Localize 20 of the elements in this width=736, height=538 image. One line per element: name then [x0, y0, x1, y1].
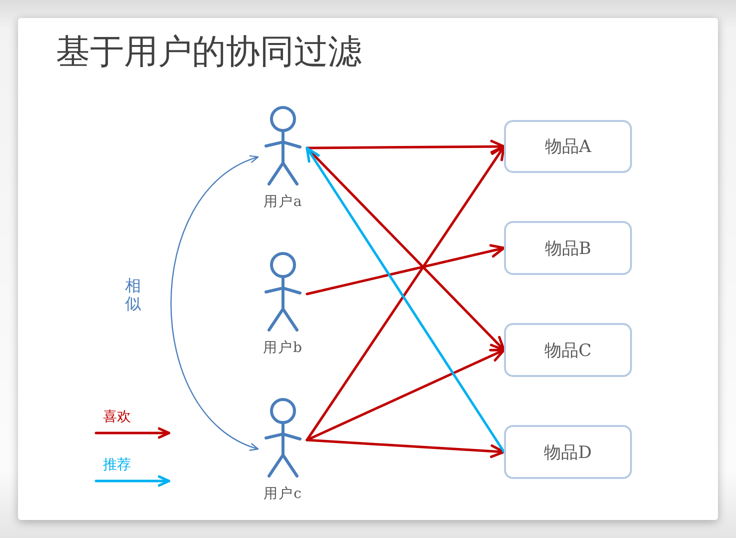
item-box: [504, 221, 632, 275]
item-label: 物品D: [544, 442, 592, 464]
slide-title: 基于用户的协同过滤: [56, 31, 362, 73]
edge-label: 相似: [125, 277, 141, 312]
user-name: 用户c: [264, 485, 302, 503]
arrow: [306, 438, 506, 458]
curved-arrow: [170, 156, 259, 450]
legend-label: 推荐: [103, 457, 131, 474]
arrow: [306, 140, 506, 154]
item-box: [504, 323, 632, 377]
item-label: 物品B: [544, 238, 592, 260]
user-name: 用户b: [263, 339, 303, 357]
item-label: 物品A: [544, 136, 592, 158]
item-box: [504, 425, 632, 479]
legend-label: 喜欢: [103, 409, 131, 426]
arrow: [306, 244, 506, 296]
user-name: 用户a: [263, 193, 303, 211]
item-label: 物品C: [544, 340, 592, 362]
arrow: [306, 348, 506, 442]
item-box: [504, 120, 632, 173]
